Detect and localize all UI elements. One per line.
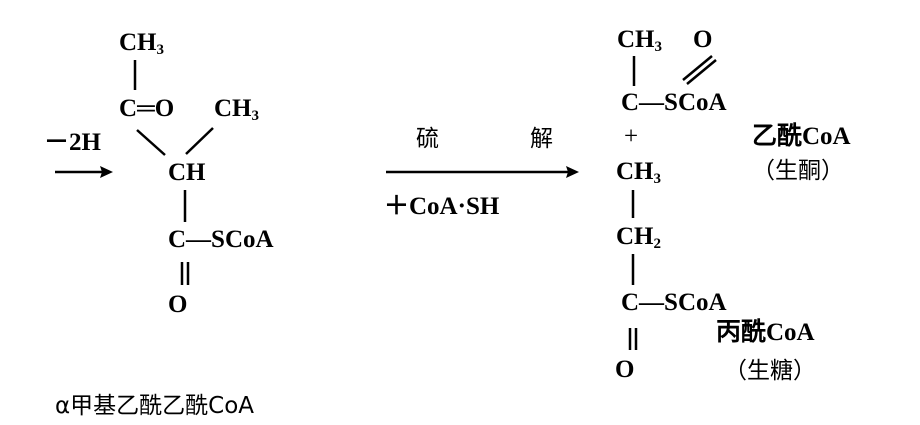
- bond-acetyl-co-2: [686, 59, 717, 85]
- reactant-o: O: [168, 291, 188, 318]
- left-arrow-head: [100, 166, 113, 178]
- propionyl-c-scoa: C—SCoA: [621, 289, 727, 316]
- reactant-ch3-top: CH3: [119, 29, 164, 58]
- reactant-ch: CH: [168, 159, 206, 186]
- acetyl-ch3: CH3: [617, 26, 662, 55]
- propionyl-coa-name: 丙酰CoA: [716, 319, 815, 346]
- reaction-label-2: 解: [530, 126, 553, 152]
- acetyl-coa-note: （生酮）: [752, 158, 844, 184]
- acetyl-o: O: [693, 26, 713, 53]
- acetyl-c-scoa: C—SCoA: [621, 89, 727, 116]
- reaction-label-1: 硫: [416, 126, 439, 152]
- reactant-c-scoa: C—SCoA: [168, 226, 274, 253]
- reactant-name: α甲基乙酰乙酰CoA: [55, 393, 255, 419]
- reactant-ch3-side: CH3: [214, 95, 259, 124]
- minus-2h-label: －2H: [44, 129, 101, 156]
- reactant-carbonyl: C═O: [119, 95, 175, 122]
- propionyl-ch2: CH2: [616, 223, 661, 252]
- main-arrow-head: [566, 166, 579, 178]
- plus-sign: +: [624, 123, 639, 150]
- propionyl-coa-note: （生糖）: [724, 358, 816, 384]
- acetyl-coa-name: 乙酰CoA: [752, 123, 851, 150]
- reaction-coa-sh: ＋CoA·SH: [384, 193, 500, 220]
- bond-ch3-ch: [185, 127, 214, 155]
- propionyl-ch3: CH3: [616, 158, 661, 187]
- propionyl-o: O: [615, 356, 635, 383]
- bond-c-ch: [136, 129, 166, 156]
- bond-acetyl-co-1: [682, 55, 713, 81]
